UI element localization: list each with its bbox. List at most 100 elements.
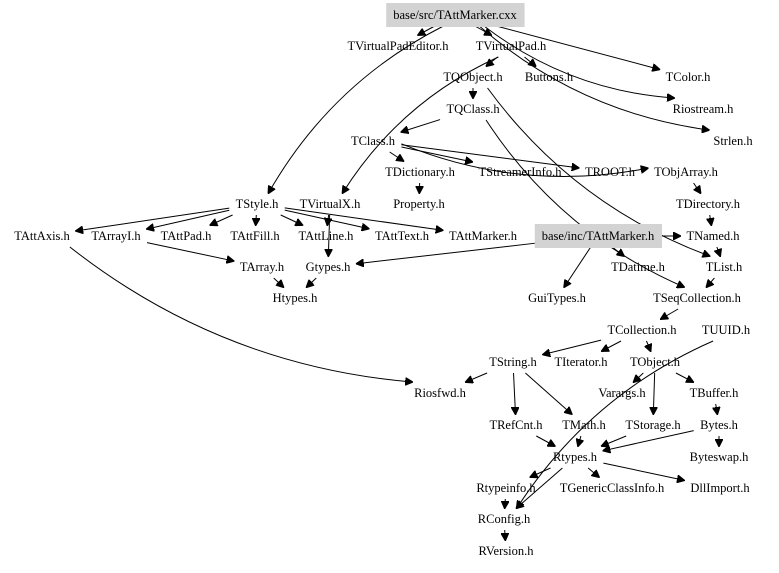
node-label: TVirtualPad.h — [476, 39, 547, 53]
node-rversion[interactable]: RVersion.h — [479, 544, 535, 558]
node-tnamed[interactable]: TNamed.h — [686, 229, 740, 243]
node-tatttext[interactable]: TAttText.h — [375, 229, 430, 243]
node-label: Riosfwd.h — [414, 386, 466, 400]
node-buttons[interactable]: Buttons.h — [525, 70, 574, 84]
node-riosfwd[interactable]: Riosfwd.h — [414, 386, 466, 400]
node-label: TGenericClassInfo.h — [560, 481, 665, 495]
edge-incmarker-to-gtypes — [357, 242, 536, 264]
node-label: TQClass.h — [446, 102, 500, 116]
node-label: TVirtualPadEditor.h — [348, 39, 450, 53]
node-tvirtualpadeditor[interactable]: TVirtualPadEditor.h — [348, 39, 450, 53]
node-tattfill[interactable]: TAttFill.h — [230, 229, 280, 243]
node-trefcnt[interactable]: TRefCnt.h — [489, 418, 543, 432]
edge-tcollection-to-tobject — [646, 340, 650, 351]
node-tdirectory[interactable]: TDirectory.h — [676, 197, 741, 211]
edge-tdirectory-to-tnamed — [710, 214, 712, 225]
edge-rtypes-to-dllimport — [603, 462, 684, 480]
highlight-box — [534, 224, 662, 248]
node-label: Gtypes.h — [306, 260, 352, 274]
node-tbuffer[interactable]: TBuffer.h — [690, 386, 739, 400]
node-label: TQObject.h — [443, 70, 503, 84]
node-dllimport[interactable]: DllImport.h — [690, 481, 750, 495]
edge-tvirtualpad-to-tvirtualx — [343, 56, 499, 193]
edge-tobject-to-tstorage — [653, 372, 654, 414]
node-tdatime[interactable]: TDatime.h — [611, 260, 666, 274]
node-label: TColor.h — [666, 70, 712, 84]
node-tstring[interactable]: TString.h — [489, 355, 537, 369]
node-tobjarray[interactable]: TObjArray.h — [654, 165, 719, 179]
node-tseqcollection[interactable]: TSeqCollection.h — [653, 291, 742, 305]
edge-tqclass-to-tseqcollection — [485, 119, 684, 287]
edge-tcollection-to-titerator — [602, 340, 622, 351]
node-titerator[interactable]: TIterator.h — [554, 355, 608, 369]
node-tarray[interactable]: TArray.h — [240, 260, 285, 274]
node-tdictionary[interactable]: TDictionary.h — [385, 165, 455, 179]
edge-incmarker-to-tdatime — [611, 246, 624, 256]
node-gtypes[interactable]: Gtypes.h — [306, 260, 352, 274]
node-label: Byteswap.h — [690, 450, 749, 464]
node-tattmarker[interactable]: TAttMarker.h — [449, 229, 518, 243]
node-tvirtualx[interactable]: TVirtualX.h — [300, 197, 361, 211]
node-tcollection[interactable]: TCollection.h — [607, 323, 677, 337]
node-tstyle[interactable]: TStyle.h — [236, 197, 279, 211]
node-tclass[interactable]: TClass.h — [351, 134, 396, 148]
node-label: DllImport.h — [690, 481, 750, 495]
node-tstorage[interactable]: TStorage.h — [625, 418, 681, 432]
node-tqclass[interactable]: TQClass.h — [446, 102, 500, 116]
edge-tobject-to-varargs — [634, 372, 644, 382]
node-tattpad[interactable]: TAttPad.h — [161, 229, 212, 243]
node-tmath[interactable]: TMath.h — [562, 418, 606, 432]
node-rtypeinfo[interactable]: Rtypeinfo.h — [476, 481, 536, 495]
node-tgenericclassinfo[interactable]: TGenericClassInfo.h — [560, 481, 665, 495]
node-guitypes[interactable]: GuiTypes.h — [528, 291, 587, 305]
edge-rtypes-to-tgenericclassinfo — [587, 467, 599, 477]
node-label: TDictionary.h — [385, 165, 455, 179]
edge-trefcnt-to-rtypes — [536, 435, 554, 446]
node-tobject[interactable]: TObject.h — [630, 355, 681, 369]
node-label: TArray.h — [240, 260, 285, 274]
node-bytes[interactable]: Bytes.h — [700, 418, 739, 432]
node-varargs[interactable]: Varargs.h — [598, 386, 646, 400]
node-root[interactable]: base/src/TAttMarker.cxx — [386, 3, 525, 27]
node-label: TUUID.h — [702, 323, 751, 337]
node-label: TDatime.h — [611, 260, 666, 274]
edge-tstorage-to-rtypes — [602, 435, 627, 446]
highlight-box — [386, 3, 525, 27]
node-label: TNamed.h — [686, 229, 740, 243]
node-tvirtualpad[interactable]: TVirtualPad.h — [476, 39, 547, 53]
node-label: TRefCnt.h — [489, 418, 543, 432]
node-troot[interactable]: TROOT.h — [585, 165, 636, 179]
node-label: TMath.h — [562, 418, 606, 432]
node-tlist[interactable]: TList.h — [706, 260, 743, 274]
edge-tclass-to-troot — [401, 144, 578, 168]
node-riostream[interactable]: Riostream.h — [673, 102, 735, 116]
edge-tstyle-to-tarrayi — [147, 209, 230, 229]
node-label: Htypes.h — [273, 291, 319, 305]
node-rtypes[interactable]: Rtypes.h — [553, 450, 598, 464]
node-tcolor[interactable]: TColor.h — [666, 70, 712, 84]
edge-tarrayi-to-tarray — [146, 242, 233, 261]
node-label: Rtypeinfo.h — [476, 481, 536, 495]
node-htypes[interactable]: Htypes.h — [273, 291, 319, 305]
edge-tstyle-to-tattaxis — [76, 207, 230, 231]
node-label: TROOT.h — [585, 165, 636, 179]
edge-tmath-to-rtypes — [578, 435, 581, 446]
edge-rconfig-to-rversion — [505, 529, 506, 540]
node-label: TClass.h — [351, 134, 396, 148]
node-strlen[interactable]: Strlen.h — [713, 134, 753, 148]
node-tstreamerinfo[interactable]: TStreamerInfo.h — [479, 165, 563, 179]
edge-tvirtualx-to-tattline — [327, 214, 328, 225]
node-rconfig[interactable]: RConfig.h — [478, 512, 531, 526]
node-tarrayi[interactable]: TArrayI.h — [91, 229, 141, 243]
node-tattline[interactable]: TAttLine.h — [299, 229, 355, 243]
node-tuuid[interactable]: TUUID.h — [702, 323, 751, 337]
node-label: TStorage.h — [625, 418, 681, 432]
node-label: TDirectory.h — [676, 197, 741, 211]
node-byteswap[interactable]: Byteswap.h — [690, 450, 749, 464]
node-tqobject[interactable]: TQObject.h — [443, 70, 503, 84]
node-incmarker[interactable]: base/inc/TAttMarker.h — [534, 224, 662, 248]
edge-incmarker-to-guitypes — [564, 246, 592, 287]
node-tattaxis[interactable]: TAttAxis.h — [14, 229, 70, 243]
node-property[interactable]: Property.h — [393, 197, 445, 211]
node-label: Bytes.h — [700, 418, 739, 432]
